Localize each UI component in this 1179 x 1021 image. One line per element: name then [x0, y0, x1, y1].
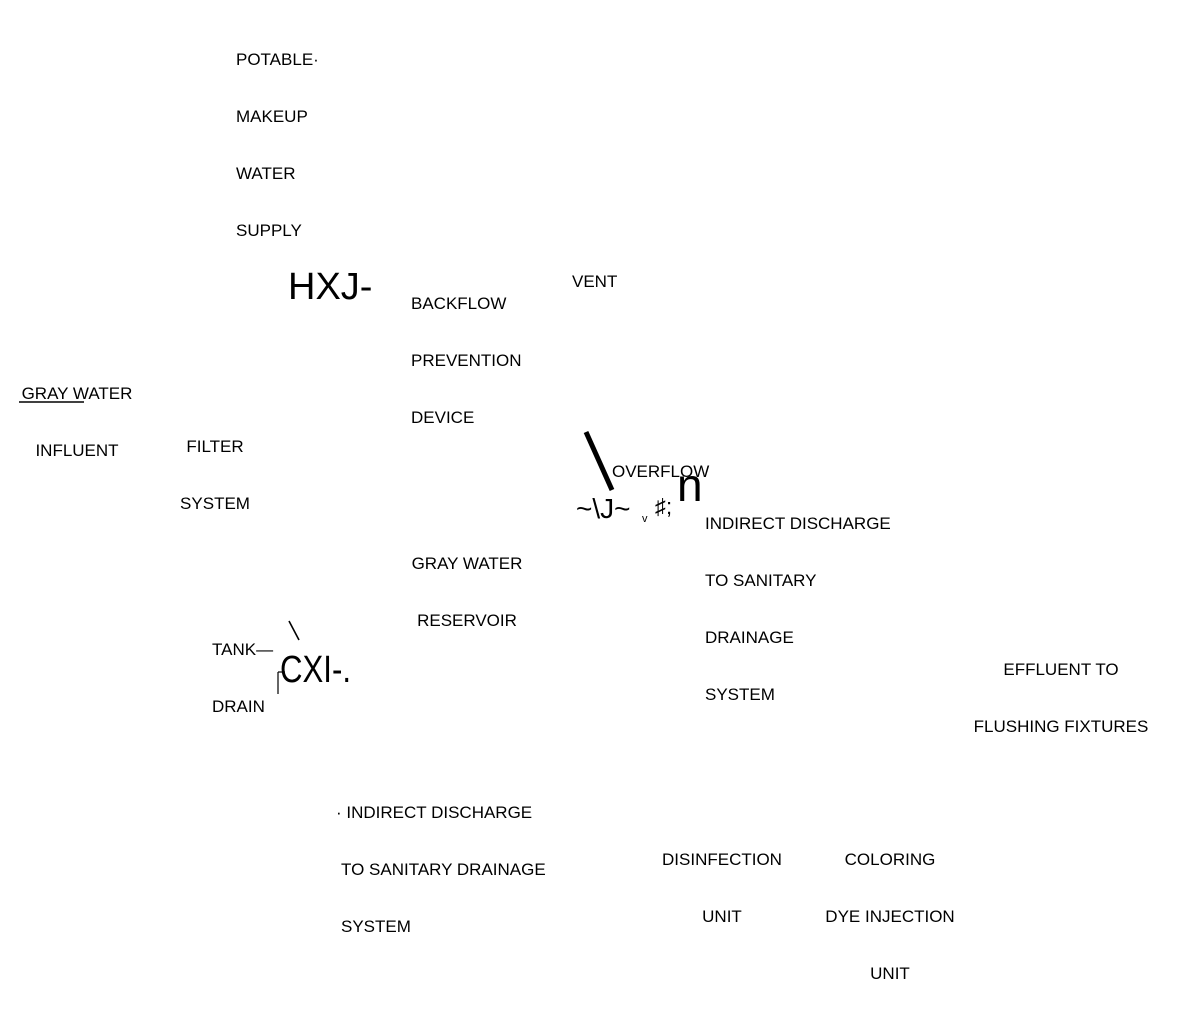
backflow-line-1: BACKFLOW — [411, 294, 507, 313]
indirect-lower-line-1: · INDIRECT DISCHARGE — [336, 803, 533, 822]
potable-line-2: MAKEUP — [236, 107, 308, 126]
diagram-lines — [19, 401, 615, 694]
disinfection-line-1: DISINFECTION — [662, 850, 782, 869]
overflow-n-symbol: n — [677, 459, 703, 511]
overflow-line-1: OVERFLOW — [612, 462, 710, 481]
potable-makeup-water-supply-label: POTABLE· MAKEUP WATER SUPPLY — [236, 12, 319, 278]
reservoir-line-2: RESERVOIR — [417, 611, 517, 630]
effluent-line-1: EFFLUENT TO — [1003, 660, 1119, 679]
indirect-upper-line-3: DRAINAGE — [705, 628, 794, 647]
backflow-line-2: PREVENTION — [411, 351, 522, 370]
coloring-line-2: DYE INJECTION — [825, 907, 955, 926]
potable-line-4: SUPPLY — [236, 221, 302, 240]
tank-drain-label: TANK— DRAIN — [212, 602, 273, 754]
disinfection-unit-label: DISINFECTION UNIT — [662, 812, 782, 964]
backflow-valve-symbol: HXJ- — [288, 266, 373, 308]
backflow-line-3: DEVICE — [411, 408, 475, 427]
filter-line-2: SYSTEM — [180, 494, 250, 513]
effluent-line-2: FLUSHING FIXTURES — [973, 717, 1149, 736]
tank-drain-valve-symbol: CXI-. — [280, 649, 351, 691]
indirect-upper-line-2: TO SANITARY — [705, 571, 817, 590]
coloring-line-1: COLORING — [844, 850, 936, 869]
tank-drain-line-2: DRAIN — [212, 697, 265, 716]
effluent-to-flushing-fixtures-label: EFFLUENT TO FLUSHING FIXTURES — [950, 622, 1172, 774]
overflow-slash-line — [583, 430, 615, 492]
tank-drain-line-1: TANK— — [212, 640, 274, 659]
vent-line-1: VENT — [572, 272, 618, 291]
influent-line-1: GRAY WATER — [21, 384, 133, 403]
gray-water-system-diagram: POTABLE· MAKEUP WATER SUPPLY VENT BACKFL… — [6, 12, 1172, 983]
overflow-pipe-symbol: ~\J~ — [576, 493, 631, 524]
indirect-lower-line-3: SYSTEM — [341, 917, 411, 936]
potable-line-1: POTABLE· — [236, 50, 319, 69]
filter-line-1: FILTER — [186, 437, 244, 456]
indirect-upper-line-4: SYSTEM — [705, 685, 775, 704]
overflow-label: OVERFLOW — [612, 424, 709, 519]
indirect-lower-line-2: TO SANITARY DRAINAGE — [341, 860, 546, 879]
coloring-line-3: UNIT — [870, 964, 910, 983]
coloring-dye-injection-unit-label: COLORING DYE INJECTION UNIT — [808, 812, 972, 1021]
overflow-sub-symbol: v — [642, 513, 648, 525]
indirect-discharge-upper-label: INDIRECT DISCHARGE TO SANITARY DRAINAGE … — [705, 476, 891, 742]
indirect-discharge-lower-label: · INDIRECT DISCHARGE TO SANITARY DRAINAG… — [336, 765, 546, 974]
overflow-hash-symbol: ♯; — [655, 494, 673, 519]
influent-line-2: INFLUENT — [35, 441, 119, 460]
tank-drain-leader-line — [288, 620, 300, 641]
backflow-prevention-device-label: BACKFLOW PREVENTION DEVICE — [411, 256, 522, 465]
indirect-upper-line-1: INDIRECT DISCHARGE — [705, 514, 891, 533]
disinfection-line-2: UNIT — [702, 907, 742, 926]
potable-line-3: WATER — [236, 164, 296, 183]
gray-water-influent-label: GRAY WATER INFLUENT — [6, 346, 148, 498]
filter-system-label: FILTER SYSTEM — [160, 399, 270, 551]
gray-water-reservoir-label: GRAY WATER RESERVOIR — [396, 516, 538, 668]
vent-label: VENT — [572, 234, 617, 329]
reservoir-line-1: GRAY WATER — [411, 554, 523, 573]
